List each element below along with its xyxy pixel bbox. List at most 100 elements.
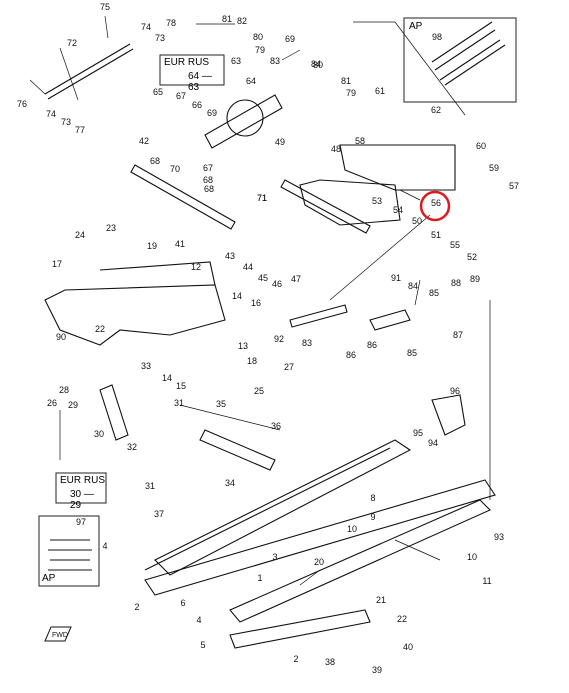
callout-84: 84 <box>408 281 418 291</box>
callout-52: 52 <box>467 252 477 262</box>
legend-note: 30 — 29 <box>70 489 94 511</box>
callout-62: 62 <box>431 105 441 115</box>
callout-74: 74 <box>141 22 151 32</box>
callout-92: 92 <box>274 334 284 344</box>
ap-label-top: AP <box>409 21 423 32</box>
callout-33: 33 <box>141 361 151 371</box>
callout-84: 84 <box>311 59 321 69</box>
callout-42: 42 <box>139 136 149 146</box>
callout-60: 60 <box>476 141 486 151</box>
callout-34: 34 <box>225 478 235 488</box>
callout-88: 88 <box>451 278 461 288</box>
callout-50: 50 <box>412 216 422 226</box>
callout-94: 94 <box>428 438 438 448</box>
callout-36: 36 <box>271 421 281 431</box>
callout-66: 66 <box>192 100 202 110</box>
callout-93: 93 <box>494 532 504 542</box>
callout-85: 85 <box>407 348 417 358</box>
callout-48: 48 <box>331 144 341 154</box>
callout-68: 68 <box>150 156 160 166</box>
callout-15: 15 <box>176 381 186 391</box>
callout-58: 58 <box>355 136 365 146</box>
callout-95: 95 <box>413 428 423 438</box>
callout-90: 90 <box>56 332 66 342</box>
callout-1: 1 <box>257 573 262 583</box>
callout-56: 56 <box>431 198 441 208</box>
callout-21: 21 <box>376 595 386 605</box>
callout-81: 81 <box>341 76 351 86</box>
callout-46: 46 <box>272 279 282 289</box>
callout-28: 28 <box>59 385 69 395</box>
callout-17: 17 <box>52 259 62 269</box>
callout-8: 8 <box>370 493 375 503</box>
callout-86: 86 <box>346 350 356 360</box>
callout-70: 70 <box>170 164 180 174</box>
callout-4: 4 <box>196 615 201 625</box>
callout-76: 76 <box>17 99 27 109</box>
callout-57: 57 <box>509 181 519 191</box>
callout-55: 55 <box>450 240 460 250</box>
callout-86: 86 <box>367 340 377 350</box>
callout-10: 10 <box>347 524 357 534</box>
callout-59: 59 <box>489 163 499 173</box>
callout-73: 73 <box>61 117 71 127</box>
callout-68: 68 <box>204 184 214 194</box>
callout-53: 53 <box>372 196 382 206</box>
callout-31: 31 <box>174 398 184 408</box>
callout-14: 14 <box>162 373 172 383</box>
callout-16: 16 <box>251 298 261 308</box>
callout-77: 77 <box>75 125 85 135</box>
callout-23: 23 <box>106 223 116 233</box>
callout-2: 2 <box>293 654 298 664</box>
callout-82: 82 <box>237 16 247 26</box>
callout-69: 69 <box>285 34 295 44</box>
leader-lines <box>29 15 491 586</box>
callout-5: 5 <box>200 640 205 650</box>
callout-75: 75 <box>100 2 110 12</box>
callout-79: 79 <box>346 88 356 98</box>
fwd-label: FWD <box>52 632 68 639</box>
callout-25: 25 <box>254 386 264 396</box>
callout-2: 2 <box>134 602 139 612</box>
legend-eur-rus-bottom: EUR RUS 30 — 29 <box>56 473 106 511</box>
callout-79: 79 <box>255 45 265 55</box>
frame-structure <box>44 21 506 649</box>
legend-note: 64 — 63 <box>188 71 212 93</box>
callout-9: 9 <box>370 512 375 522</box>
callout-37: 37 <box>154 509 164 519</box>
callout-54: 54 <box>393 205 403 215</box>
callout-6: 6 <box>180 598 185 608</box>
callout-49: 49 <box>275 137 285 147</box>
callout-73: 73 <box>155 33 165 43</box>
callout-72: 72 <box>67 38 77 48</box>
callout-63: 63 <box>231 56 241 66</box>
callout-35: 35 <box>216 399 226 409</box>
callout-85: 85 <box>429 288 439 298</box>
callout-41: 41 <box>175 239 185 249</box>
callout-65: 65 <box>153 87 163 97</box>
callout-45: 45 <box>258 273 268 283</box>
callout-38: 38 <box>325 657 335 667</box>
callout-80: 80 <box>253 32 263 42</box>
callout-83: 83 <box>302 338 312 348</box>
ap-label-bottom: AP <box>42 573 56 584</box>
callout-44: 44 <box>243 262 253 272</box>
callout-29: 29 <box>68 400 78 410</box>
callout-74: 74 <box>46 109 56 119</box>
highlight-ring <box>419 190 451 222</box>
callout-18: 18 <box>247 356 257 366</box>
callout-10: 10 <box>467 552 477 562</box>
callout-71: 71 <box>257 193 267 203</box>
callout-64: 64 <box>246 76 256 86</box>
callout-91: 91 <box>391 273 401 283</box>
callout-31: 31 <box>145 481 155 491</box>
callout-13: 13 <box>238 341 248 351</box>
callout-67: 67 <box>176 91 186 101</box>
legend-eur-rus-top: EUR RUS 64 — 63 <box>160 55 224 93</box>
callout-87: 87 <box>453 330 463 340</box>
legend-title: EUR RUS <box>60 475 106 486</box>
callout-12: 12 <box>191 262 201 272</box>
callout-67: 67 <box>203 163 213 173</box>
